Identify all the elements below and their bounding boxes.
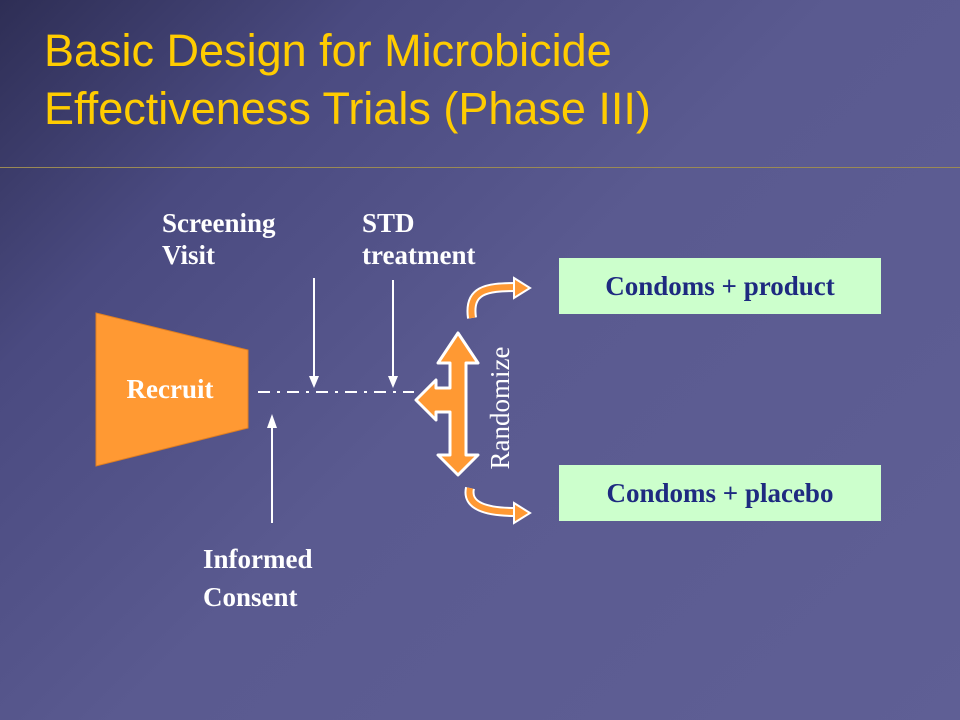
- curved-arrow-placebo-icon: [466, 487, 517, 515]
- title-line-1: Basic Design for Microbicide: [44, 25, 612, 76]
- arm-placebo-box: Condoms + placebo: [559, 465, 881, 521]
- consent-label-line-2: Consent: [203, 582, 298, 612]
- title-divider: [0, 167, 960, 168]
- curved-arrowhead-product: [513, 276, 532, 300]
- std-label-line-2: treatment: [362, 240, 476, 270]
- screening-arrowhead: [309, 376, 319, 388]
- screening-visit-label: Screening Visit: [162, 207, 276, 271]
- informed-consent-label: Informed Consent: [203, 540, 313, 616]
- title-line-2: Effectiveness Trials (Phase III): [44, 83, 651, 134]
- recruit-funnel-shape: [95, 312, 249, 467]
- screening-label-line-2: Visit: [162, 240, 215, 270]
- arm-product-label: Condoms + product: [605, 270, 835, 301]
- curved-arrow-product-icon: [468, 284, 517, 319]
- randomize-arrow-icon: [414, 331, 480, 477]
- arm-product-box: Condoms + product: [559, 258, 881, 314]
- randomize-label: Randomize: [485, 346, 515, 470]
- std-label-line-1: STD: [362, 208, 415, 238]
- std-arrowhead: [388, 376, 398, 388]
- consent-arrowhead: [267, 414, 277, 428]
- screening-label-line-1: Screening: [162, 208, 276, 238]
- arm-placebo-label: Condoms + placebo: [606, 477, 834, 508]
- curved-arrowhead-placebo: [513, 501, 532, 525]
- consent-label-line-1: Informed: [203, 544, 313, 574]
- slide-title: Basic Design for Microbicide Effectivene…: [44, 22, 924, 138]
- recruit-label: Recruit: [126, 374, 214, 404]
- std-treatment-label: STD treatment: [362, 207, 475, 271]
